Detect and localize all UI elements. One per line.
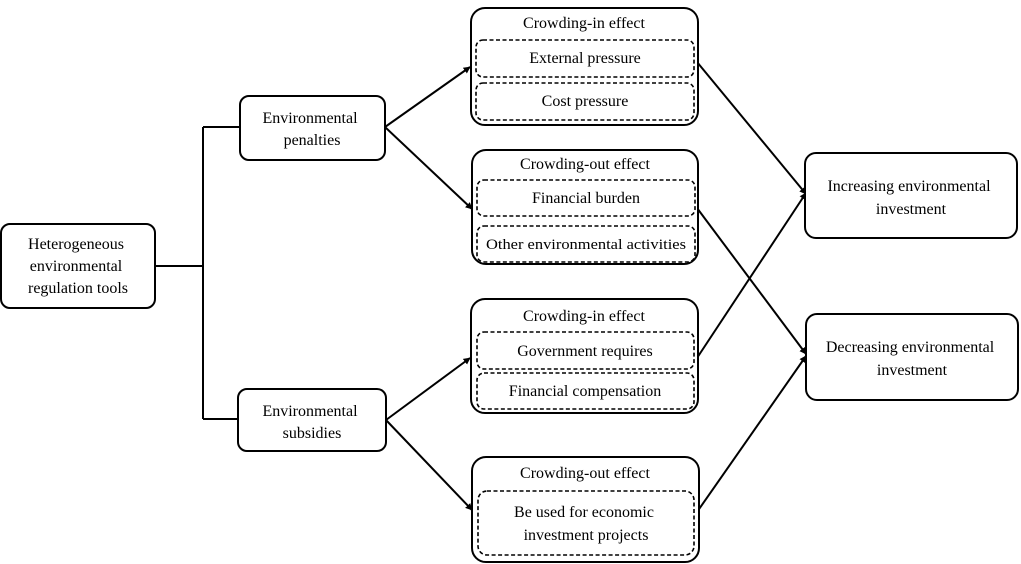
subsidies-crowding-in-group: Crowding-in effect Government requires F… (470, 298, 699, 414)
external-pressure-label: External pressure (529, 50, 641, 67)
decreasing-outcome-box (805, 313, 1019, 401)
cost-pressure-box (475, 82, 695, 121)
arrow-subsidies-to-crowding-out (385, 419, 473, 511)
government-requires-box (476, 331, 695, 370)
root-connectors (155, 126, 240, 420)
outcome-arrows (696, 61, 807, 513)
root-box (0, 223, 156, 309)
economic-investment-box (477, 490, 695, 556)
arrow-subsidies-in-to-increasing (696, 192, 807, 359)
increasing-outcome-line-1: Increasing environmental (827, 178, 991, 195)
arrow-penalties-out-to-decreasing (696, 207, 807, 355)
penalties-label: Environmental penalties (262, 110, 361, 149)
increasing-outcome-node: Increasing environmental investment (804, 152, 1018, 239)
arrow-penalties-in-to-increasing (696, 61, 807, 195)
tool-arrows (384, 66, 473, 511)
decreasing-outcome-label: Decreasing environmental investment (826, 339, 998, 379)
arrow-penalties-to-crowding-in (384, 66, 471, 128)
subsidies-label-line-1: Environmental (262, 403, 358, 420)
other-activities-box (476, 225, 696, 263)
penalties-label-line-1: Environmental (262, 110, 358, 127)
penalties-crowding-in-title: Crowding-in effect (523, 15, 645, 32)
penalties-box (239, 95, 386, 161)
increasing-outcome-box (804, 152, 1018, 239)
economic-investment-label-line-2: investment projects (524, 527, 649, 544)
cost-pressure-label: Cost pressure (542, 93, 629, 110)
arrow-subsidies-out-to-decreasing (696, 355, 807, 513)
penalties-crowding-in-group: Crowding-in effect External pressure Cos… (470, 7, 699, 126)
subsidies-label-line-2: subsidies (283, 425, 342, 442)
subsidies-crowding-out-title: Crowding-out effect (520, 465, 650, 482)
subsidies-crowding-out-group: Crowding-out effect Be used for economic… (471, 456, 700, 563)
decreasing-outcome-line-1: Decreasing environmental (826, 339, 995, 356)
penalties-crowding-out-group: Crowding-out effect Financial burden Oth… (471, 149, 699, 265)
root-label: Heterogeneous environmental regulation t… (28, 236, 128, 297)
increasing-outcome-label: Increasing environmental investment (827, 178, 994, 218)
root-label-line-2: environmental (30, 258, 123, 275)
subsidies-node: Environmental subsidies (237, 388, 387, 452)
decreasing-outcome-node: Decreasing environmental investment (805, 313, 1019, 401)
financial-burden-label: Financial burden (532, 190, 640, 207)
economic-investment-label: Be used for economic investment projects (514, 504, 658, 544)
root-label-line-1: Heterogeneous (28, 236, 124, 253)
financial-compensation-box (476, 372, 695, 410)
subsidies-crowding-in-title: Crowding-in effect (523, 308, 645, 325)
financial-compensation-label: Financial compensation (509, 383, 661, 400)
arrow-subsidies-to-crowding-in (385, 357, 471, 421)
subsidies-label: Environmental subsidies (262, 403, 361, 442)
penalties-node: Environmental penalties (239, 95, 386, 161)
financial-burden-box (476, 179, 696, 217)
economic-investment-label-line-1: Be used for economic (514, 504, 654, 521)
arrow-penalties-to-crowding-out (384, 126, 473, 210)
penalties-crowding-out-title: Crowding-out effect (520, 156, 650, 173)
decreasing-outcome-line-2: investment (877, 362, 948, 379)
government-requires-label: Government requires (517, 343, 653, 360)
root-node: Heterogeneous environmental regulation t… (0, 223, 156, 309)
penalties-label-line-2: penalties (284, 132, 341, 149)
root-label-line-3: regulation tools (28, 280, 128, 297)
other-activities-label: Other environmental activities (486, 237, 686, 253)
increasing-outcome-line-2: investment (876, 201, 947, 218)
external-pressure-box (475, 39, 695, 78)
subsidies-box (237, 388, 387, 452)
